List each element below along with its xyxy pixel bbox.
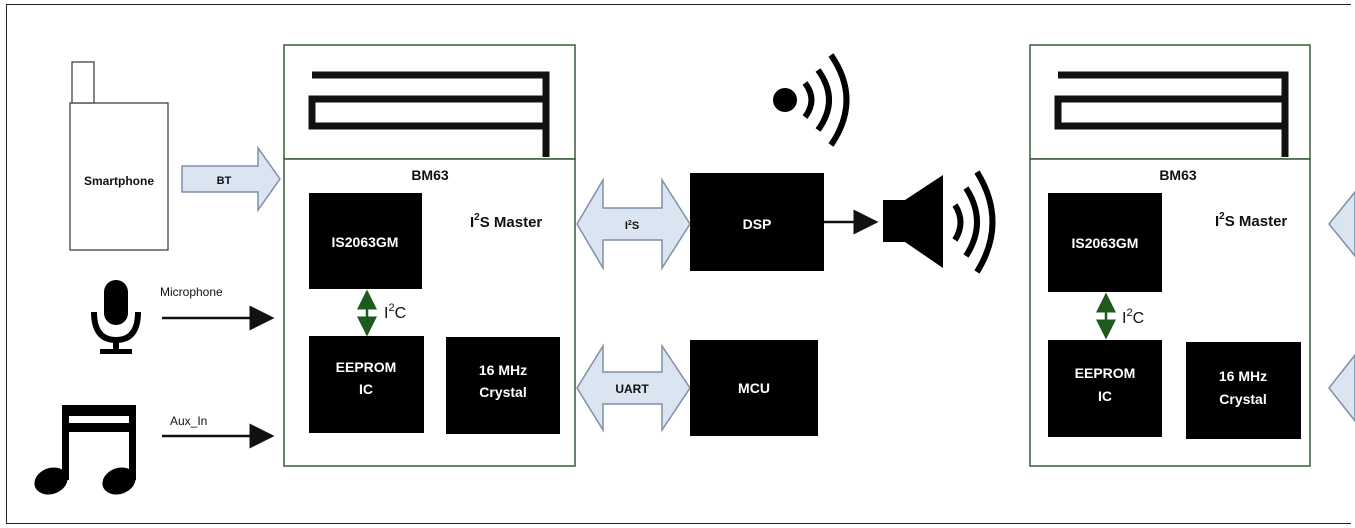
smartphone-label: Smartphone: [84, 174, 154, 188]
right-i2c-label: I2C: [1122, 307, 1144, 327]
left-eeprom-label-1: EEPROM: [336, 359, 397, 375]
right-eeprom-label-2: IC: [1098, 388, 1112, 404]
aux-in-arrow: Aux_In: [162, 414, 275, 449]
microphone-label: Microphone: [160, 285, 223, 299]
right-is2063gm-label: IS2063GM: [1072, 235, 1139, 251]
right-pcb-antenna: [1054, 71, 1289, 157]
right-module-title: BM63: [1159, 167, 1197, 183]
smartphone: Smartphone: [69, 61, 169, 251]
bt-arrow: BT: [181, 145, 281, 213]
left-eeprom-label-2: IC: [359, 381, 373, 397]
right-crystal-label-2: Crystal: [1219, 391, 1266, 407]
right-i2s-partial-arrow: [1328, 190, 1355, 258]
microphone-arrow: Microphone: [160, 285, 275, 331]
left-i2s-master-label: I2S Master: [470, 212, 542, 231]
left-eeprom-chip: [309, 336, 424, 433]
right-crystal-chip: [1186, 342, 1301, 439]
mcu-label: MCU: [738, 380, 770, 396]
i2s-bus-arrow: I2S: [576, 177, 691, 271]
diagram-frame: [6, 4, 1351, 524]
uart-bus-arrow: UART: [576, 343, 691, 433]
left-crystal-label-2: Crystal: [479, 384, 526, 400]
dsp-block: [690, 173, 824, 271]
left-is2063gm-chip: [309, 193, 422, 289]
right-bm63-module: BM63 I2S Master IS2063GM I2C EEPROM IC 1…: [1029, 44, 1311, 467]
left-bm63-module: BM63 I2S Master IS2063GM I2C EEPROM IC 1…: [283, 44, 576, 467]
i2s-bus-label: I2S: [625, 220, 639, 232]
right-crystal-label-1: 16 MHz: [1219, 368, 1267, 384]
left-is2063gm-label: IS2063GM: [332, 234, 399, 250]
bt-label: BT: [217, 175, 232, 187]
right-i2s-master-label: I2S Master: [1215, 211, 1287, 230]
right-eeprom-chip: [1048, 340, 1162, 437]
dsp-label: DSP: [743, 216, 772, 232]
music-note-icon: [34, 405, 136, 495]
uart-bus-label: UART: [615, 382, 649, 396]
wireless-signal-icon: [773, 53, 850, 147]
mcu-block: [690, 340, 818, 436]
left-i2c-label: I2C: [384, 302, 406, 322]
microphone-icon: [91, 280, 141, 354]
left-pcb-antenna: [308, 71, 550, 157]
left-module-title: BM63: [411, 167, 449, 183]
left-crystal-chip: [446, 337, 560, 434]
left-crystal-label-1: 16 MHz: [479, 362, 527, 378]
smartphone-antenna: [71, 61, 95, 104]
speaker-icon: [883, 170, 996, 274]
right-eeprom-label-1: EEPROM: [1075, 365, 1136, 381]
right-is2063gm-chip: [1048, 193, 1162, 292]
right-uart-partial-arrow: [1328, 353, 1355, 423]
aux-in-label: Aux_In: [170, 414, 207, 428]
